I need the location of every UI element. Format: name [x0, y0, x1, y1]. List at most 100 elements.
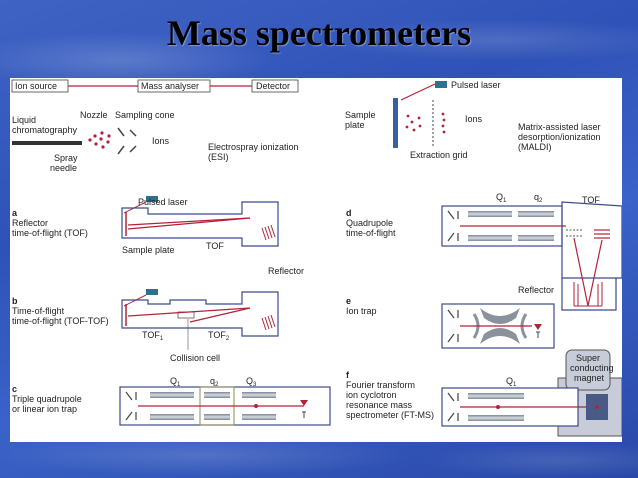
flight-path-return — [587, 239, 603, 307]
detector-box — [251, 79, 299, 93]
maldi-label-line1: Matrix-assisted laser — [518, 122, 601, 132]
panel-f-ftms: f Fourier transform ion cyclotron resona… — [346, 349, 623, 437]
panel-e-label-line1: Ion trap — [346, 306, 377, 316]
selected-ion — [496, 405, 500, 409]
panel-c-label-line1: Triple quadrupole — [12, 394, 82, 404]
trapped-ion — [595, 405, 599, 409]
sample-plate-label-line1: Sample — [345, 110, 376, 120]
panel-c-label-line2: or linear ion trap — [12, 404, 77, 414]
reflector-grids — [573, 282, 603, 307]
diagram-panel: Ion source Mass analyser Detector Liquid… — [10, 78, 623, 442]
reflector-grids — [261, 224, 276, 241]
q1-label: Q1 — [170, 376, 181, 388]
maldi-label-line3: (MALDI) — [518, 142, 552, 152]
ring-electrode-top — [480, 308, 520, 324]
spray-needle-label-line2: needle — [50, 163, 77, 173]
esi-label-line1: Electrospray ionization — [208, 142, 299, 152]
selected-ion — [254, 404, 258, 408]
ion-path-return — [127, 217, 251, 230]
pulsed-laser-label: Pulsed laser — [451, 80, 501, 90]
pulsed-laser — [435, 81, 447, 88]
pulsed-laser — [146, 196, 158, 202]
panel-d-quadrupole-tof: d Quadrupole time-of-flight Q1 q2 TOF Re… — [346, 192, 623, 311]
panel-b-label-line1: Time-of-flight — [12, 306, 65, 316]
skimmer-cone — [129, 129, 137, 153]
sampling-cone-label: Sampling cone — [115, 110, 175, 120]
magnet-label-line3: magnet — [574, 373, 605, 383]
quadrupole-rods — [150, 392, 276, 420]
magnet-label-line2: conducting — [570, 363, 614, 373]
extraction-grid-label: Extraction grid — [410, 150, 468, 160]
detector-symbol — [536, 331, 540, 338]
panel-b-tof-tof: b Time-of-flight time-of-flight (TOF-TOF… — [12, 289, 279, 363]
panel-a-letter: a — [12, 208, 18, 218]
ion-path-return — [189, 307, 251, 323]
ion-path — [127, 217, 251, 226]
panel-b-label-line2: time-of-flight (TOF-TOF) — [12, 316, 109, 326]
panel-d-label-line1: Quadrupole — [346, 218, 393, 228]
panel-f-label-line2: ion cyclotron — [346, 390, 397, 400]
spray-droplets — [88, 131, 111, 149]
esi-label-line2: (ESI) — [208, 152, 229, 162]
sampling-cone — [117, 127, 125, 155]
panel-e-letter: e — [346, 296, 351, 306]
pulsed-laser-label: Pulsed laser — [138, 197, 188, 207]
reflector-label: Reflector — [268, 266, 304, 276]
lc-column — [12, 141, 82, 145]
sample-plate — [393, 98, 398, 148]
q2-label: q2 — [210, 376, 219, 388]
ring-electrode-bottom — [480, 328, 520, 344]
tof-tube — [121, 201, 279, 247]
panel-a-reflector-tof: a Reflector time-of-flight (TOF) Pulsed … — [12, 196, 304, 276]
panel-a-label-line1: Reflector — [12, 218, 48, 228]
sample-plate-label-line2: plate — [345, 120, 365, 130]
panel-f-label-line4: spectrometer (FT-MS) — [346, 410, 434, 420]
sample-plate-label: Sample plate — [122, 245, 175, 255]
detector-label: Detector — [256, 81, 290, 91]
reflector-label: Reflector — [518, 285, 554, 295]
esi-section: Ion source Mass analyser Detector Liquid… — [11, 79, 299, 173]
q1-label: Q1 — [496, 192, 507, 204]
tof2-label: TOF2 — [208, 330, 230, 342]
collision-cell-label: Collision cell — [170, 353, 220, 363]
quadrupole-rods — [468, 211, 554, 241]
lc-label-line1: Liquid — [12, 115, 36, 125]
maldi-ions-label: Ions — [465, 114, 483, 124]
slide-title: Mass spectrometers — [166, 13, 472, 53]
pusher-grids — [566, 229, 582, 237]
tof-label: TOF — [582, 195, 600, 205]
quadrupole-rods — [468, 393, 524, 421]
ions-label: Ions — [152, 136, 170, 146]
panel-f-letter: f — [346, 370, 350, 380]
ion-optics — [447, 210, 459, 242]
detector-icon — [300, 400, 308, 406]
ion-optics — [447, 392, 459, 422]
pulsed-laser — [146, 289, 158, 295]
maldi-section: Pulsed laser Sample plate Ions Extractio… — [345, 80, 601, 160]
panel-d-label-line2: time-of-flight — [346, 228, 396, 238]
reflector-housing — [561, 278, 617, 311]
maldi-ions — [405, 112, 446, 134]
magnet-label-line1: Super — [576, 353, 600, 363]
flight-path — [573, 237, 589, 307]
panel-b-letter: b — [12, 296, 18, 306]
ion-path — [127, 307, 251, 317]
mass-analyser-label: Mass analyser — [141, 81, 199, 91]
tof1-label: TOF1 — [142, 330, 164, 342]
mass-spectrometer-diagram: Ion source Mass analyser Detector Liquid… — [11, 79, 623, 437]
detector-symbol — [302, 411, 306, 418]
panel-e-ion-trap: e Ion trap — [346, 296, 555, 349]
q1-label: Q1 — [506, 376, 517, 388]
maldi-label-line2: desorption/ionization — [518, 132, 601, 142]
panel-a-label-line2: time-of-flight (TOF) — [12, 228, 88, 238]
tof-tube — [561, 201, 623, 279]
panel-f-label-line1: Fourier transform — [346, 380, 415, 390]
ion-trap-housing — [441, 303, 555, 349]
q3-label: Q3 — [246, 376, 257, 388]
panel-d-letter: d — [346, 208, 352, 218]
panel-f-label-line3: resonance mass — [346, 400, 413, 410]
nozzle-label: Nozzle — [80, 110, 108, 120]
panel-c-letter: c — [12, 384, 17, 394]
magnet-head — [565, 349, 611, 391]
ion-optics — [447, 309, 459, 343]
